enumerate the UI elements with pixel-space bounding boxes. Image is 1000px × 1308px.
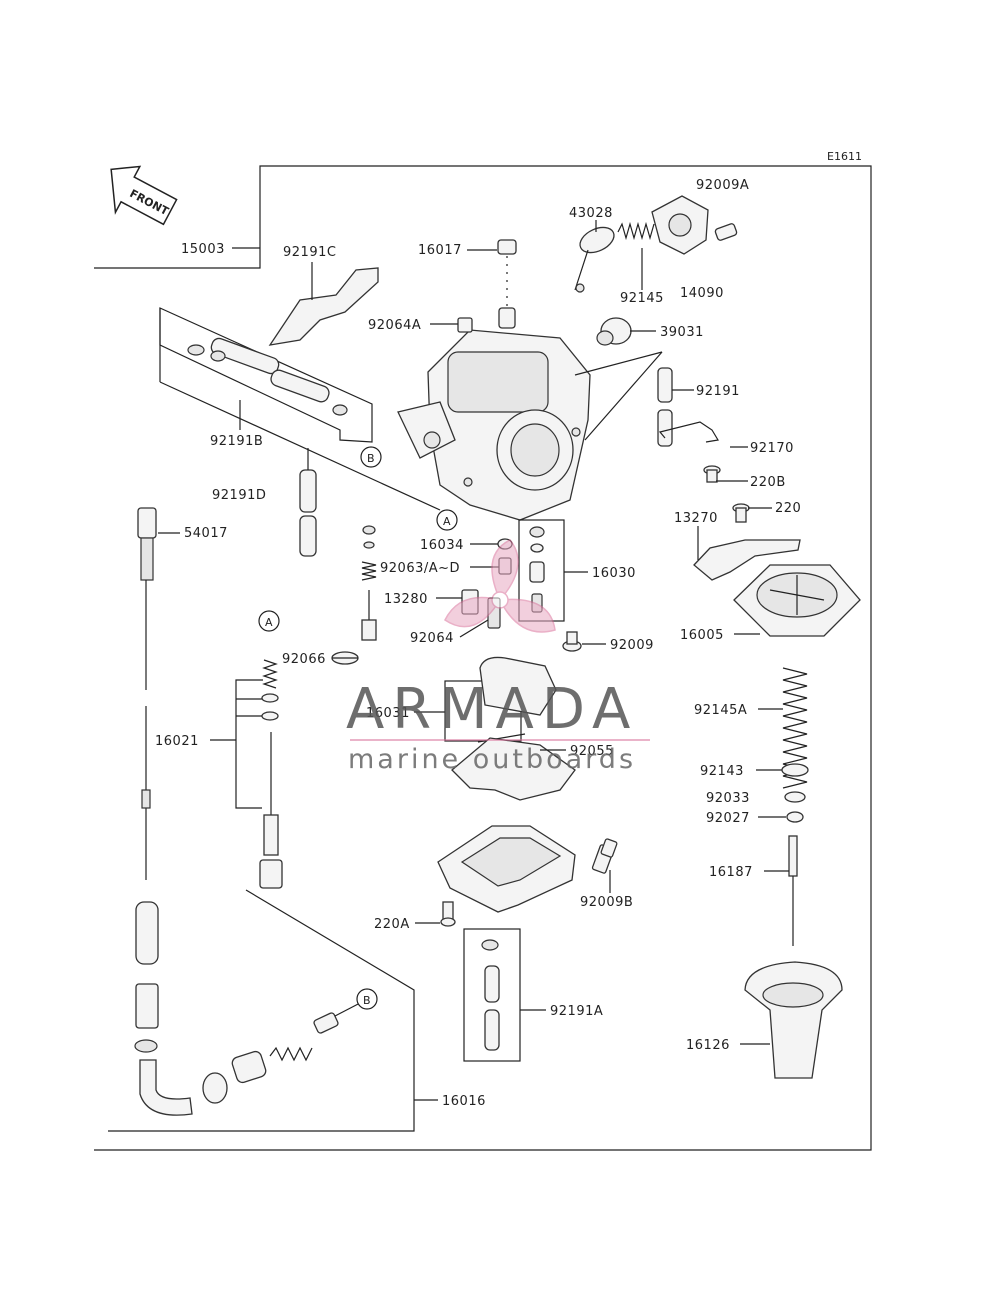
label-16034: 16034	[420, 538, 464, 553]
callout-a-bottom: A	[258, 610, 280, 632]
part-92191A	[463, 928, 521, 1062]
label-39031: 39031	[660, 325, 704, 340]
front-arrow-icon: FRONT	[110, 165, 178, 226]
hose-plate-92191B	[159, 307, 441, 511]
callout-b-bottom: B	[356, 988, 378, 1010]
label-15003: 15003	[181, 242, 225, 257]
callout-a-top: A	[436, 509, 458, 531]
main-frame	[94, 165, 872, 1151]
label-16021: 16021	[155, 734, 199, 749]
part-92143	[781, 763, 809, 777]
label-13280: 13280	[384, 592, 428, 607]
part-16187	[788, 835, 798, 946]
label-92191B: 92191B	[210, 434, 263, 449]
armada-watermark: ARMADA marine outboards	[346, 539, 650, 775]
svg-text:B: B	[367, 452, 375, 465]
label-16017: 16017	[418, 243, 462, 258]
part-16005	[733, 564, 861, 637]
watermark-subtitle: marine outboards	[348, 744, 636, 775]
leader-lines	[158, 220, 789, 1101]
part-16031	[444, 656, 557, 743]
svg-text:A: A	[443, 515, 451, 528]
svg-text:B: B	[363, 994, 371, 1007]
cable-fittings	[134, 901, 363, 1116]
label-16030: 16030	[592, 566, 636, 581]
label-92009B: 92009B	[580, 895, 633, 910]
part-labels: 15003 92191C 16017 43028 92009A 92145 14…	[155, 178, 801, 1109]
label-92145: 92145	[620, 291, 664, 306]
part-92009B	[591, 838, 618, 874]
hose-92191C	[268, 267, 379, 346]
label-92055: 92055	[570, 744, 614, 759]
label-220: 220	[775, 501, 801, 516]
label-92191D: 92191D	[212, 488, 266, 503]
label-16005: 16005	[680, 628, 724, 643]
label-220B: 220B	[750, 475, 786, 490]
part-54017	[137, 507, 157, 880]
part-92033	[784, 791, 806, 803]
propeller-logo-icon	[444, 539, 556, 633]
label-92191: 92191	[696, 384, 740, 399]
label-13270: 13270	[674, 511, 718, 526]
part-92145	[617, 221, 655, 241]
part-16126	[744, 961, 843, 1079]
part-220	[732, 503, 750, 523]
carburetor-body	[397, 329, 591, 521]
label-220A: 220A	[374, 917, 410, 932]
part-92064A	[457, 317, 473, 333]
part-220B	[703, 465, 721, 483]
part-92191	[657, 367, 673, 447]
label-43028: 43028	[569, 206, 613, 221]
part-13270	[693, 539, 801, 581]
label-92063: 92063/A~D	[380, 561, 460, 576]
part-16021	[259, 659, 283, 889]
part-92170	[658, 421, 719, 443]
part-43028	[574, 226, 615, 293]
label-54017: 54017	[184, 526, 228, 541]
diagram-code: E1611	[827, 150, 862, 163]
label-16016: 16016	[442, 1094, 486, 1109]
label-92033: 92033	[706, 791, 750, 806]
part-92009A	[651, 195, 738, 255]
watermark-title: ARMADA	[346, 677, 638, 742]
label-92066: 92066	[282, 652, 326, 667]
part-220A	[440, 901, 456, 927]
svg-text:A: A	[265, 616, 273, 629]
label-92009A: 92009A	[696, 178, 749, 193]
part-92027	[786, 811, 804, 823]
part-39031	[596, 317, 632, 346]
part-92009	[562, 631, 582, 652]
float-bowl	[437, 825, 576, 913]
label-14090: 14090	[680, 286, 724, 301]
part-16017	[497, 239, 517, 329]
callout-b-top: B	[360, 446, 382, 468]
label-16031: 16031	[366, 706, 410, 721]
label-16126: 16126	[686, 1038, 730, 1053]
label-92143: 92143	[700, 764, 744, 779]
label-92009: 92009	[610, 638, 654, 653]
part-13280	[361, 525, 377, 641]
label-92064: 92064	[410, 631, 454, 646]
label-92191A: 92191A	[550, 1004, 603, 1019]
part-16030	[518, 519, 565, 622]
label-92027: 92027	[706, 811, 750, 826]
label-92064A: 92064A	[368, 318, 421, 333]
label-92170: 92170	[750, 441, 794, 456]
label-92145A: 92145A	[694, 703, 747, 718]
label-92191C: 92191C	[283, 245, 336, 260]
part-92191D	[299, 469, 317, 557]
label-16187: 16187	[709, 865, 753, 880]
